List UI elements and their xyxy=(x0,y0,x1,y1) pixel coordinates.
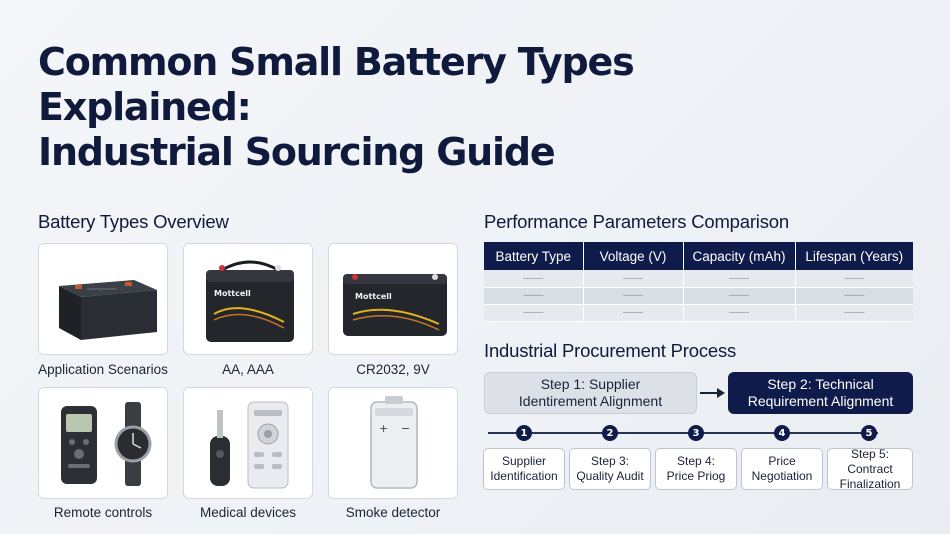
substep-line-1: Supplier xyxy=(501,454,547,468)
step-1-line-1: Step 1: Supplier xyxy=(540,376,641,392)
title-line-1: Common Small Battery Types xyxy=(38,40,635,84)
table-cell: —— xyxy=(795,270,913,288)
procurement-heading: Industrial Procurement Process xyxy=(484,340,737,361)
step-2-line-1: Step 2: Technical xyxy=(767,376,874,392)
brand-text-mottcell: Mottcell xyxy=(214,289,251,298)
process-timeline xyxy=(488,432,878,434)
substep-line-1: Step 4: xyxy=(676,454,716,468)
table-cell: —— xyxy=(484,304,584,322)
col-capacity[interactable]: Capacity (mAh) xyxy=(683,242,796,270)
table-row: —— —— —— —— xyxy=(484,304,913,322)
step-2-technical-box[interactable]: Step 2: Technical Requirement Alignment xyxy=(728,372,913,414)
card-application-scenarios[interactable] xyxy=(38,243,168,355)
table-cell: —— xyxy=(583,287,684,305)
page-title: Common Small Battery Types Explained: In… xyxy=(38,40,678,175)
title-line-2: Explained: xyxy=(38,85,252,129)
card-smoke-detector[interactable]: + − xyxy=(328,387,458,499)
step-number-3: 3 xyxy=(688,425,704,441)
card-label-aa-aaa: AA, AAA xyxy=(222,362,274,377)
col-battery-type[interactable]: Battery Type xyxy=(484,242,584,270)
table-header-row: Battery Type Voltage (V) Capacity (mAh) … xyxy=(484,242,913,270)
substep-quality-audit[interactable]: Step 3: Quality Audit xyxy=(569,448,651,490)
table-cell: —— xyxy=(484,287,584,305)
substep-line-1: Price xyxy=(768,454,796,468)
card-label-remote-controls: Remote controls xyxy=(53,505,153,520)
step-number-5: 5 xyxy=(861,425,877,441)
step-number-2: 2 xyxy=(602,425,618,441)
step-2-line-2: Requirement Alignment xyxy=(747,393,894,409)
card-label-cr2032-9v: CR2032, 9V xyxy=(356,362,430,377)
card-label-application-scenarios: Application Scenarios xyxy=(38,362,168,377)
battery-mottcell-image: Mottcell xyxy=(206,260,294,342)
battery-pack-image xyxy=(59,280,157,340)
substep-line-1: Step 3: xyxy=(590,454,630,468)
arrow-head-icon xyxy=(717,388,725,398)
brand-text-mottcell-2: Mottcell xyxy=(355,292,392,301)
substep-line-2: Finalization xyxy=(839,476,901,491)
substep-line-2: Price Priog xyxy=(666,469,726,483)
card-label-smoke-detector: Smoke detector xyxy=(345,505,441,520)
substep-line-2: Identification xyxy=(490,469,558,483)
plus-sign-icon: + xyxy=(379,422,388,435)
remote-and-watch-image xyxy=(61,402,152,486)
table-row: —— —— —— —— xyxy=(484,270,913,288)
table-cell: —— xyxy=(583,304,684,322)
card-label-medical-devices: Medical devices xyxy=(199,505,297,520)
table-cell: —— xyxy=(683,287,796,305)
substep-price-negotiation[interactable]: Price Negotiation xyxy=(741,448,823,490)
card-remote-controls[interactable] xyxy=(38,387,168,499)
arrow-right-icon xyxy=(700,392,720,394)
col-lifespan[interactable]: Lifespan (Years) xyxy=(795,242,913,270)
col-voltage[interactable]: Voltage (V) xyxy=(583,242,684,270)
performance-table: Battery Type Voltage (V) Capacity (mAh) … xyxy=(484,242,913,322)
step-1-line-2: Identirement Alignment xyxy=(518,393,663,409)
substep-contract-finalization[interactable]: Step 5: Contract Finalization xyxy=(827,446,913,491)
table-cell: —— xyxy=(683,304,796,322)
substep-line-1: Step 5: Contract xyxy=(847,446,893,476)
table-row: —— —— —— —— xyxy=(484,287,913,305)
remote-and-key-image xyxy=(210,401,289,489)
card-aa-aaa[interactable]: Mottcell xyxy=(183,243,313,355)
performance-heading: Performance Parameters Comparison xyxy=(484,211,789,232)
substep-supplier-identification[interactable]: Supplier Identification xyxy=(483,448,565,490)
substep-line-2: Quality Audit xyxy=(576,469,644,483)
step-number-1: 1 xyxy=(516,425,532,441)
card-medical-devices[interactable] xyxy=(183,387,313,499)
substep-price-priog[interactable]: Step 4: Price Priog xyxy=(655,448,737,490)
minus-sign-icon: − xyxy=(401,422,410,435)
card-cr2032-9v[interactable]: Mottcell xyxy=(328,243,458,355)
table-cell: —— xyxy=(583,270,684,288)
step-number-4: 4 xyxy=(774,425,790,441)
substep-line-2: Negotiation xyxy=(751,469,813,483)
battery-types-heading: Battery Types Overview xyxy=(38,211,229,232)
table-cell: —— xyxy=(795,287,913,305)
table-cell: —— xyxy=(795,304,913,322)
title-line-3: Industrial Sourcing Guide xyxy=(38,130,556,174)
battery-mottcell-wide-image: Mottcell xyxy=(343,274,447,336)
table-cell: —— xyxy=(683,270,796,288)
step-1-supplier-box[interactable]: Step 1: Supplier Identirement Alignment xyxy=(484,372,697,414)
table-cell: —— xyxy=(484,270,584,288)
cylindrical-battery-image: + − xyxy=(370,396,418,489)
